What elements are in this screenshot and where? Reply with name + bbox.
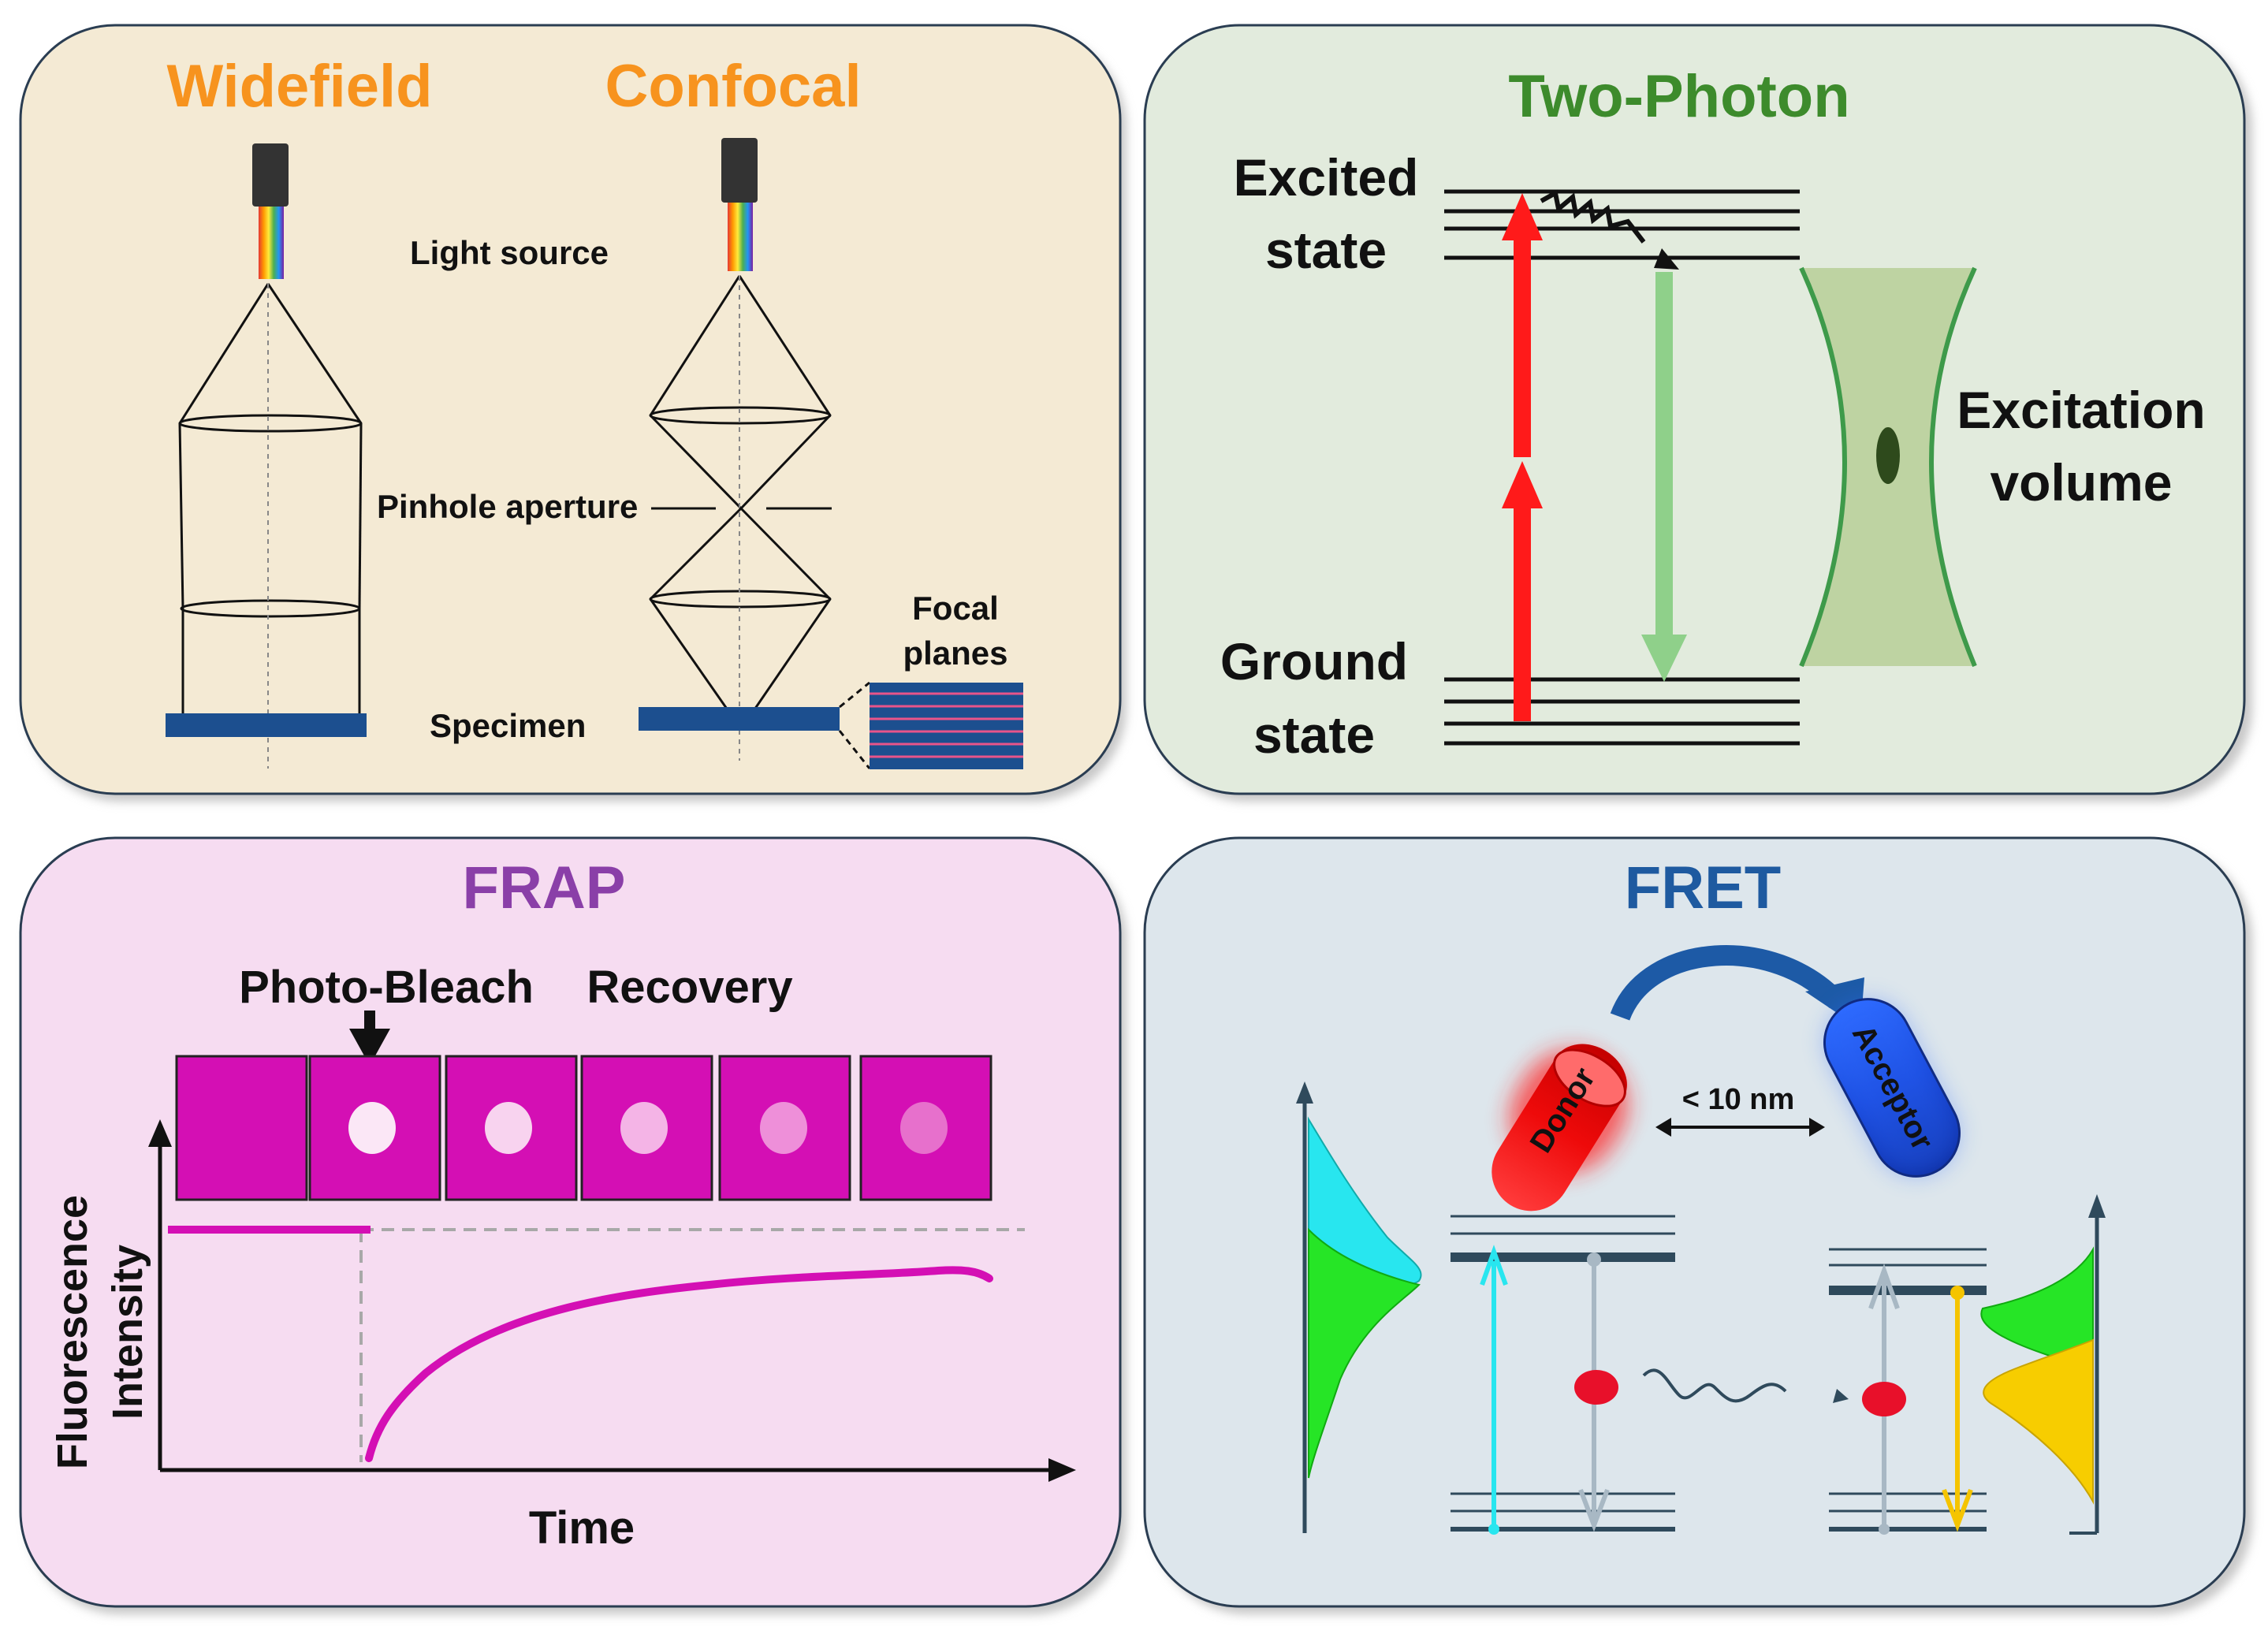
donor-electron bbox=[1574, 1370, 1618, 1405]
confocal-title: Confocal bbox=[605, 53, 861, 120]
panel-microscopy: Widefield Confocal Light source bbox=[19, 24, 1127, 802]
donor-spectrum bbox=[1296, 1081, 1422, 1533]
widefield-light-source-icon bbox=[252, 143, 289, 279]
excited-state-line1: Excited bbox=[1234, 148, 1419, 207]
two-photon-title: Two-Photon bbox=[1508, 63, 1849, 130]
donor-capsule bbox=[1492, 1044, 1629, 1212]
panel-frap: FRAP Photo-Bleach Recovery bbox=[19, 836, 1127, 1614]
frap-frames bbox=[175, 1055, 992, 1201]
excited-state-line2: state bbox=[1265, 221, 1387, 279]
frap-ylabel-line1: Fluorescence bbox=[49, 1195, 96, 1469]
fret-title: FRET bbox=[1625, 854, 1781, 921]
light-source-label: Light source bbox=[410, 234, 609, 271]
emission-arrow bbox=[1641, 272, 1687, 682]
confocal-light-source-icon bbox=[721, 138, 758, 271]
pinhole-aperture-label: Pinhole aperture bbox=[377, 488, 638, 525]
donor-energy-diagram bbox=[1451, 1215, 1675, 1532]
specimen-label: Specimen bbox=[430, 707, 586, 744]
focal-planes-stack bbox=[838, 681, 1023, 769]
widefield-optical-path bbox=[178, 283, 363, 769]
distance-label: < 10 nm bbox=[1682, 1083, 1795, 1116]
excitation-volume-shape bbox=[1799, 266, 1977, 668]
panel-two-photon: Two-Photon Excited state Ground state bbox=[1143, 24, 2252, 802]
photo-bleach-label: Photo-Bleach bbox=[239, 962, 534, 1013]
frap-recovery-curve bbox=[365, 1266, 993, 1462]
two-photon-excitation-arrows bbox=[1502, 193, 1543, 721]
relaxation-squiggle bbox=[1540, 189, 1646, 244]
ground-state-line2: state bbox=[1253, 705, 1375, 764]
frap-axes bbox=[158, 1143, 1052, 1472]
widefield-specimen bbox=[166, 713, 367, 737]
confocal-specimen bbox=[639, 707, 840, 731]
acceptor-capsule bbox=[1823, 998, 1961, 1178]
ground-state-line1: Ground bbox=[1220, 632, 1408, 690]
focal-label-line2: planes bbox=[903, 635, 1007, 672]
acceptor-emission-arrow bbox=[1942, 1286, 1973, 1532]
energy-transfer-arrow bbox=[1610, 945, 1845, 1022]
frap-xlabel: Time bbox=[529, 1502, 635, 1554]
acceptor-spectrum bbox=[1980, 1194, 2106, 1535]
acceptor-electron bbox=[1862, 1382, 1906, 1416]
excitation-volume-line2: volume bbox=[1990, 453, 2172, 512]
panel-fret: FRET Donor Acceptor < 10 nm bbox=[1143, 836, 2252, 1614]
energy-levels bbox=[1444, 189, 1800, 746]
resonance-transfer-squiggle bbox=[1642, 1368, 1787, 1403]
widefield-title: Widefield bbox=[166, 53, 432, 120]
frap-title: FRAP bbox=[463, 854, 626, 921]
bleach-spots bbox=[348, 1102, 948, 1154]
excitation-volume-line1: Excitation bbox=[1957, 381, 2205, 439]
focal-label-line1: Focal bbox=[912, 590, 999, 627]
confocal-optical-path bbox=[649, 275, 832, 761]
bleach-arrow-icon bbox=[349, 1011, 390, 1066]
frap-ylabel-line2: Intensity bbox=[104, 1245, 151, 1420]
distance-arrow bbox=[1655, 1118, 1825, 1137]
recovery-label: Recovery bbox=[587, 962, 792, 1013]
donor-excitation-arrow bbox=[1480, 1245, 1508, 1535]
